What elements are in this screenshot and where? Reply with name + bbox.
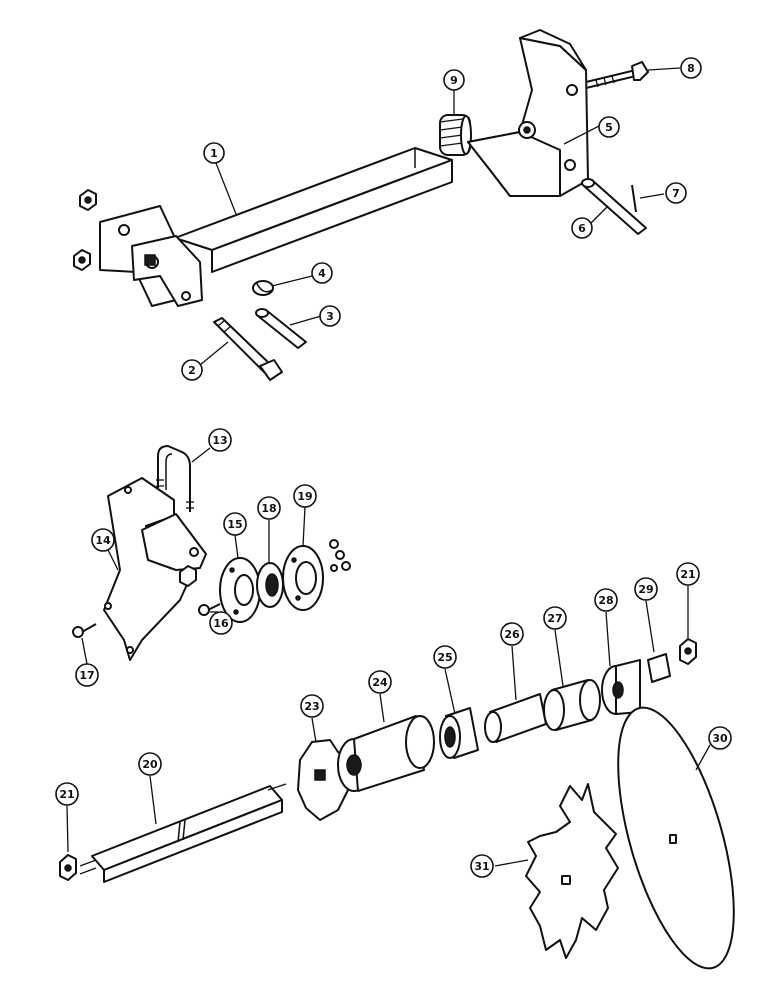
clip-29 xyxy=(647,653,671,683)
svg-text:7: 7 xyxy=(672,187,680,200)
svg-text:5: 5 xyxy=(605,121,613,134)
bushing-25 xyxy=(439,707,479,759)
pivot-bracket xyxy=(467,29,589,197)
nut-21-right xyxy=(679,638,697,665)
callout-7: 7 xyxy=(665,182,687,204)
callout-3: 3 xyxy=(319,305,341,327)
callout-2: 2 xyxy=(181,359,203,381)
callout-15: 15 xyxy=(223,512,247,536)
svg-text:16: 16 xyxy=(213,617,229,630)
bolt-8 xyxy=(585,61,649,89)
callout-28: 28 xyxy=(594,588,618,612)
callout-14: 14 xyxy=(91,528,115,552)
callout-1: 1 xyxy=(203,142,225,164)
spring xyxy=(439,114,472,156)
nut-hanger xyxy=(179,565,197,587)
svg-text:21: 21 xyxy=(680,568,695,581)
bolt-17 xyxy=(72,623,97,638)
svg-text:17: 17 xyxy=(79,669,94,682)
svg-text:28: 28 xyxy=(598,594,613,607)
callout-29: 29 xyxy=(634,577,658,601)
svg-text:30: 30 xyxy=(712,732,728,745)
svg-text:15: 15 xyxy=(227,518,242,531)
callout-4: 4 xyxy=(311,262,333,284)
callout-19: 19 xyxy=(293,484,317,508)
nut-left-bottom xyxy=(73,249,91,271)
svg-text:18: 18 xyxy=(261,502,276,515)
bearing-housing-28 xyxy=(601,659,641,715)
spool-24 xyxy=(337,715,435,792)
bolt-16 xyxy=(198,603,221,616)
svg-text:20: 20 xyxy=(142,758,158,771)
svg-text:26: 26 xyxy=(504,628,520,641)
svg-text:23: 23 xyxy=(304,700,319,713)
leader-lines xyxy=(66,67,711,867)
svg-text:3: 3 xyxy=(326,310,334,323)
svg-text:2: 2 xyxy=(188,364,196,377)
callout-30: 30 xyxy=(708,726,732,750)
svg-text:6: 6 xyxy=(578,222,586,235)
callout-9: 9 xyxy=(443,69,465,91)
callout-13: 13 xyxy=(208,428,232,452)
sleeve-26 xyxy=(484,693,547,743)
callout-5: 5 xyxy=(598,116,620,138)
svg-text:14: 14 xyxy=(95,534,111,547)
callout-16: 16 xyxy=(209,611,233,635)
svg-text:21: 21 xyxy=(59,788,74,801)
svg-text:13: 13 xyxy=(212,434,227,447)
hex-shaft xyxy=(79,783,287,883)
callout-23: 23 xyxy=(300,694,324,718)
small-nuts xyxy=(329,539,351,572)
svg-text:8: 8 xyxy=(687,62,695,75)
callout-21-right: 21 xyxy=(676,562,700,586)
bolt-2 xyxy=(213,317,283,381)
arm-tube xyxy=(99,147,453,307)
callout-31: 31 xyxy=(470,854,494,878)
bearing-18 xyxy=(256,562,284,608)
hanger-bracket xyxy=(103,477,207,661)
svg-text:27: 27 xyxy=(547,612,562,625)
pin-3 xyxy=(255,308,307,349)
callout-21-left: 21 xyxy=(55,782,79,806)
callout-27: 27 xyxy=(543,606,567,630)
svg-text:4: 4 xyxy=(318,267,326,280)
svg-text:31: 31 xyxy=(474,860,489,873)
svg-text:29: 29 xyxy=(638,583,653,596)
nut-21-left xyxy=(59,854,77,881)
callout-26: 26 xyxy=(500,622,524,646)
callout-8: 8 xyxy=(680,57,702,79)
callout-20: 20 xyxy=(138,752,162,776)
callout-18: 18 xyxy=(257,496,281,520)
svg-text:9: 9 xyxy=(450,74,458,87)
svg-text:24: 24 xyxy=(372,676,388,689)
svg-text:1: 1 xyxy=(210,147,218,160)
pin-6 xyxy=(581,178,647,235)
svg-text:19: 19 xyxy=(297,490,312,503)
bearing-flange-19 xyxy=(282,545,324,611)
callout-24: 24 xyxy=(368,670,392,694)
cotter-7 xyxy=(631,184,637,213)
bushing-27 xyxy=(543,679,601,731)
callout-6: 6 xyxy=(571,217,593,239)
callout-25: 25 xyxy=(433,645,457,669)
clip-4 xyxy=(252,280,274,296)
svg-text:25: 25 xyxy=(437,651,452,664)
notched-disc xyxy=(525,783,619,959)
plain-disc xyxy=(617,706,735,970)
nut-left-top xyxy=(79,189,97,211)
callout-17: 17 xyxy=(75,663,99,687)
